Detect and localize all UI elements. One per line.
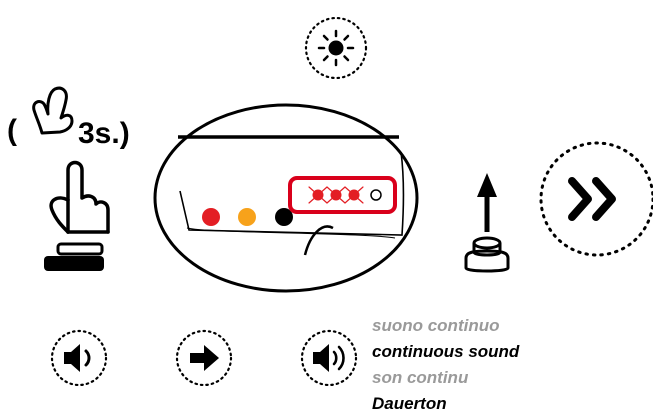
speaker-high-icon [300, 329, 358, 387]
double-chevron-right-icon[interactable] [539, 141, 653, 257]
round-button-icon [464, 236, 510, 273]
speaker-low-icon [50, 329, 108, 387]
led-orange [238, 208, 256, 226]
label-it: suono continuo [372, 316, 500, 335]
pointing-hand-icon [49, 160, 110, 234]
hold-open-paren: ( [7, 114, 17, 147]
label-fr: son continu [372, 368, 469, 387]
small-hand-icon [32, 86, 74, 135]
push-button-icon [44, 242, 104, 271]
device-closeup [153, 103, 419, 293]
arrow-right-icon [175, 329, 233, 387]
light-sun-icon [304, 16, 368, 80]
label-en: continuous sound [372, 342, 520, 361]
led-red [202, 208, 220, 226]
arrow-up-icon [477, 173, 497, 232]
blinking-leds [308, 186, 382, 204]
hold-duration-label: 3s.) [78, 117, 130, 150]
label-de: Dauerton [372, 394, 447, 413]
led-black [275, 208, 293, 226]
led-highlight-box [288, 176, 397, 214]
